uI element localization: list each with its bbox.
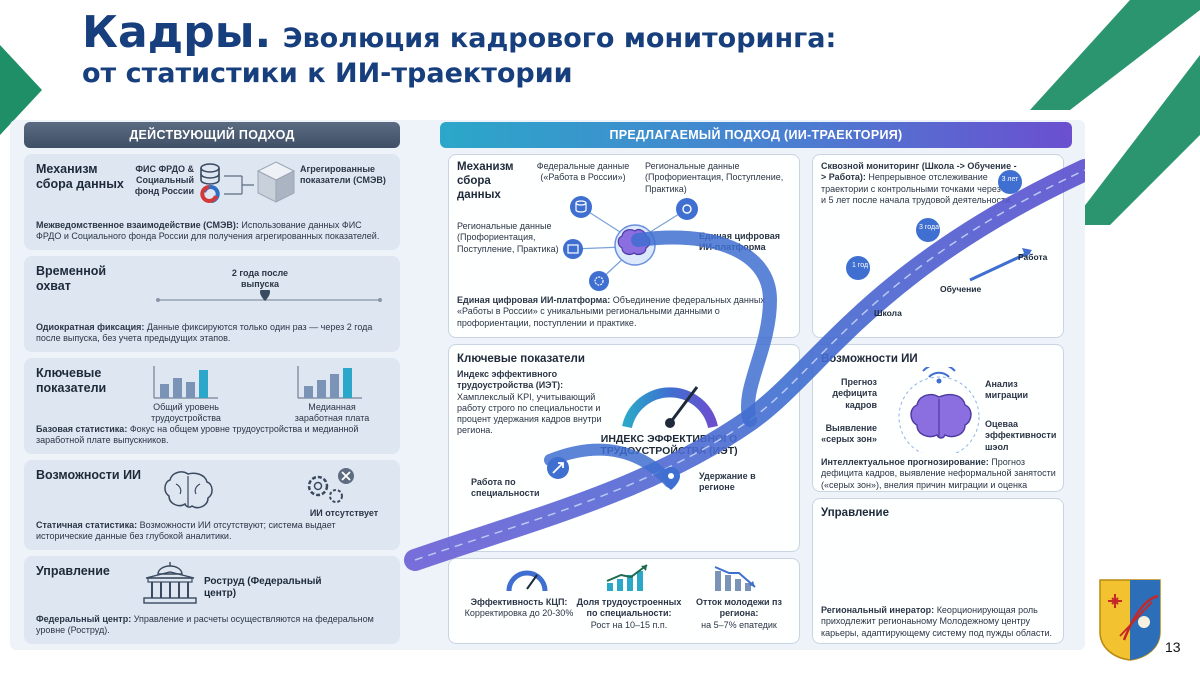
metric-1: Эффективность КЦП:Корректировка до 20-30… bbox=[464, 597, 574, 619]
current-governance-title: Управление bbox=[36, 564, 110, 578]
marker-3-years: 3 года bbox=[919, 224, 939, 231]
title-main: Кадры. bbox=[82, 7, 272, 58]
database-icon bbox=[200, 163, 254, 203]
proposed-mechanism-card: Механизм сбора данных Федеральные данные… bbox=[448, 154, 800, 338]
region-emblem-icon bbox=[1099, 579, 1161, 661]
federal-data-label: Федеральные данные («Работа в России») bbox=[536, 161, 630, 183]
page-number: 13 bbox=[1165, 639, 1181, 655]
proposed-governance-card: Управление Региональный инератор: Кеорци… bbox=[812, 498, 1064, 644]
brain-icon bbox=[164, 471, 213, 509]
metric-3: Отток молодежи пз региона:на 5–7% епатед… bbox=[696, 597, 782, 630]
proposed-ai-card: Возможности ИИ Прегноз дефицита кадров В… bbox=[812, 344, 1064, 492]
rostrud-label: Роструд (Федеральный центр) bbox=[204, 576, 322, 599]
current-coverage-desc: Одиократная фиксация: Данные фиксируются… bbox=[36, 321, 373, 344]
proposed-approach-header: Предлагаемый подход (ИИ-траектория) bbox=[440, 122, 1072, 148]
work-specialty-label: Работа по специальности bbox=[471, 477, 540, 499]
infographic: Действующий подход Механизм сбора данных… bbox=[10, 120, 1085, 650]
gauge-icon bbox=[622, 386, 718, 429]
employment-level-label: Общий уровень трудоустройства bbox=[151, 402, 221, 423]
current-ai-card: Возможности ИИ ИИ отсутствует Статичная … bbox=[24, 460, 400, 550]
regional-data-left-label: Региональные данные (Профориентация, Пос… bbox=[457, 221, 559, 254]
gauge-label: ИНДЕКС ЭФФЕКТИВНОГО ТРУДОУСТРОЙСТВА (ИЭТ… bbox=[600, 433, 738, 458]
ai-brain-icon bbox=[898, 367, 980, 453]
current-mechanism-desc: Межведомственное взаимодействие (СМЭВ): … bbox=[36, 219, 380, 242]
current-governance-card: Управление Роструд (Федеральный центр) Ф… bbox=[24, 556, 400, 644]
current-ai-title: Возможности ИИ bbox=[36, 468, 142, 482]
proposed-mechanism-desc: Единая цифровая ИИ-платформа: Объединени… bbox=[457, 295, 765, 328]
timeline-icon bbox=[156, 290, 382, 302]
government-building-icon bbox=[143, 562, 197, 604]
current-ai-desc: Статичная статистика: Возможности ИИ отс… bbox=[36, 519, 336, 542]
metric-2: Доля трудоустроенных по специальности:Ро… bbox=[576, 597, 682, 630]
data-hub-icon bbox=[563, 196, 698, 291]
proposed-ai-desc: Интеллектуальное прогнозирование: Прогно… bbox=[821, 457, 1056, 491]
aggregate-cube-icon bbox=[256, 161, 296, 203]
monitoring-card: Сквозной мониторинг (Школа -> Обучение -… bbox=[812, 154, 1064, 338]
ai-absent-label: ИИ отсутствует bbox=[309, 508, 379, 518]
stage-work: Работа bbox=[1018, 252, 1048, 262]
efficiency-gauge-icon bbox=[506, 570, 548, 592]
fis-frdo-label: ФИС ФРДО & Социальный фонд России bbox=[134, 164, 194, 196]
proposed-governance-desc: Региональный инератор: Кеорционирующая р… bbox=[821, 605, 1053, 638]
decline-chart-icon bbox=[714, 566, 756, 591]
employment-bar-chart-icon bbox=[153, 366, 218, 399]
current-indicators-card: Ключевые показатели Общий уровень трудоу… bbox=[24, 358, 400, 454]
proposed-indicators-desc: Индекс эффективного трудоустройства (ИЭТ… bbox=[457, 369, 602, 436]
salary-bar-chart-icon bbox=[297, 366, 362, 399]
proposed-ai-title: Возможности ИИ bbox=[821, 353, 918, 365]
proposed-governance-title: Управление bbox=[821, 507, 889, 519]
current-mechanism-card: Механизм сбора данных ФИС ФРДО & Социаль… bbox=[24, 154, 400, 250]
monitoring-desc: Сквозной мониторинг (Школа -> Обучение -… bbox=[821, 161, 1019, 205]
title-subtitle-line2: от статистики к ИИ-траектории bbox=[82, 58, 573, 90]
growth-chart-icon bbox=[606, 564, 648, 591]
stage-school: Школа bbox=[874, 308, 902, 318]
current-approach-header: Действующий подход bbox=[24, 122, 400, 148]
title-subtitle-line1: Эволюция кадрового мониторинга: bbox=[282, 23, 837, 54]
schools-label: Оцеваа эффективности шэол bbox=[985, 419, 1057, 452]
slide-title: Кадры. Эволюция кадрового мониторинга: о… bbox=[82, 7, 1042, 91]
current-indicators-desc: Базовая статистика: Фокус на общем уровн… bbox=[36, 423, 359, 446]
proposed-mechanism-title: Механизм сбора данных bbox=[457, 161, 514, 201]
current-indicators-title: Ключевые показатели bbox=[36, 366, 107, 395]
current-approach-column: Действующий подход Механизм сбора данных… bbox=[24, 122, 400, 644]
forecast-label: Прегноз дефицита кадров bbox=[832, 377, 877, 410]
gray-zones-label: Выявление «серых зон» bbox=[821, 423, 877, 445]
marker-1-year: 1 год bbox=[851, 262, 869, 269]
proposed-indicators-title: Ключевые показатели bbox=[457, 353, 585, 365]
current-coverage-card: Временной охват 2 года после выпуска Оди… bbox=[24, 256, 400, 352]
median-salary-label: Медианная заработная плата bbox=[294, 402, 370, 423]
migration-label: Анализ миграции bbox=[985, 379, 1029, 401]
retention-label: Удержание в регионе bbox=[699, 471, 756, 493]
two-years-label: 2 года после выпуска bbox=[231, 268, 289, 289]
regional-data-top-label: Региональные данные (Профориентация, Пос… bbox=[645, 161, 784, 194]
proposed-approach-column: Предлагаемый подход (ИИ-траектория) Меха… bbox=[440, 122, 1072, 644]
stage-study: Обучение bbox=[940, 284, 982, 294]
platform-label: Единая цифровая ИИ-платформа bbox=[699, 231, 781, 253]
aggregate-label: Агрегированные показатели (СМЭВ) bbox=[300, 164, 386, 185]
current-governance-desc: Федеральный центр: Управление и расчеты … bbox=[36, 613, 374, 636]
current-mechanism-title: Механизм сбора данных bbox=[36, 162, 124, 191]
proposed-indicators-card: Ключевые показатели Индекс эффективного … bbox=[448, 344, 800, 552]
gears-disabled-icon bbox=[307, 468, 354, 503]
marker-5-years: 3 лет bbox=[1001, 176, 1019, 183]
metrics-card: Эффективность КЦП:Корректировка до 20-30… bbox=[448, 558, 800, 644]
current-coverage-title: Временной охват bbox=[36, 264, 107, 293]
